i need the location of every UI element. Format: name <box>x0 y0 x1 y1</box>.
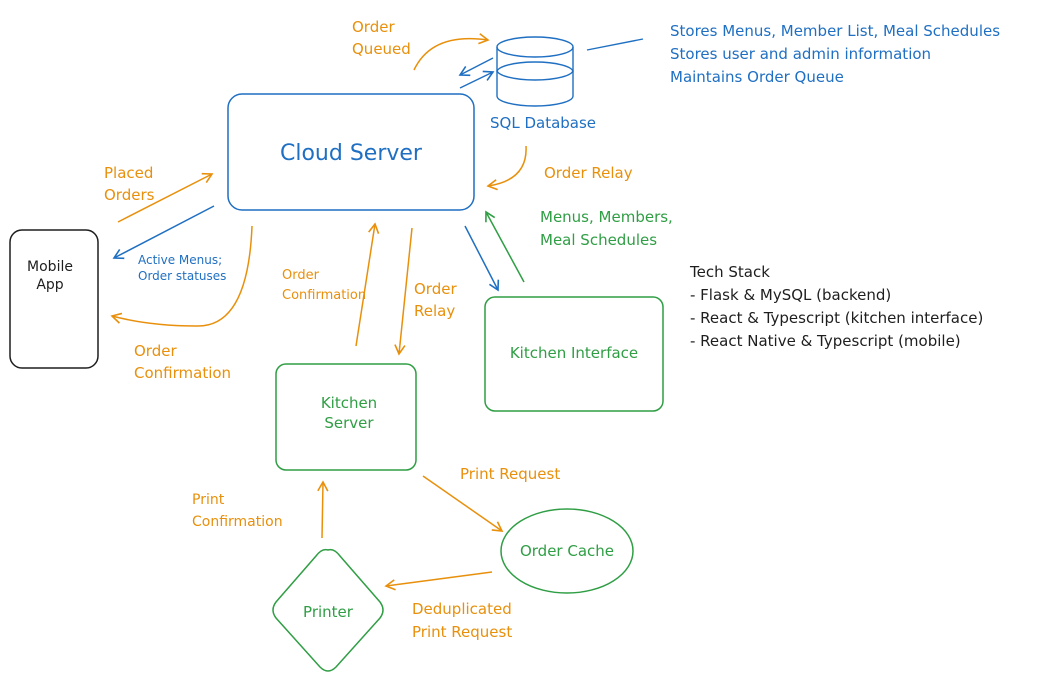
arrow-order-relay-kitchen <box>394 227 413 356</box>
dedup-print-request-label: Deduplicated Print Request <box>412 598 512 644</box>
arrow-print-confirmation <box>317 480 329 539</box>
order-confirmation-kitchen-line2: Confirmation <box>282 288 367 303</box>
tech-stack-item: - React Native & Typescript (mobile) <box>690 332 961 350</box>
cloud-server-box <box>227 93 475 211</box>
printer-node <box>272 548 384 672</box>
arrow-dedup-print-request <box>384 571 493 591</box>
arrow-order-relay-db <box>486 145 527 191</box>
kitchen-server-box <box>275 363 417 471</box>
database-notes: Stores Menus, Member List, Meal Schedule… <box>670 20 1000 89</box>
order-queued-line2: Queued <box>352 40 411 58</box>
menus-members-label: Menus, Members, Meal Schedules <box>540 206 673 252</box>
sql-database-label: SQL Database <box>490 114 597 132</box>
order-confirmation-app-line1: Order <box>134 342 177 360</box>
arrow-order-confirmation-app <box>110 225 253 327</box>
arrow-db-to-cloud <box>458 57 494 77</box>
database-note: Stores user and admin information <box>670 45 932 63</box>
active-menus-line1: Active Menus; <box>138 253 223 267</box>
active-menus-label: Active Menus; Order statuses <box>138 252 226 284</box>
order-relay-kitchen-line1: Order <box>414 280 457 298</box>
cloud-server-label: Cloud Server <box>280 141 422 166</box>
order-confirmation-app-line2: Confirmation <box>134 364 232 382</box>
order-relay-kitchen-line2: Relay <box>414 302 456 320</box>
print-confirmation-line1: Print <box>192 492 225 508</box>
tech-stack-item: - Flask & MySQL (backend) <box>690 286 892 304</box>
mobile-app-box <box>9 229 99 369</box>
arrow-active-menus <box>112 205 215 260</box>
print-confirmation-line2: Confirmation <box>192 514 283 530</box>
tech-stack-item: - React & Typescript (kitchen interface) <box>690 309 984 327</box>
kitchen-server-label: Kitchen Server <box>276 394 422 433</box>
printer-label: Printer <box>303 603 353 621</box>
tech-stack-title: Tech Stack <box>690 263 770 281</box>
order-queued-line1: Order <box>352 18 395 36</box>
order-relay-kitchen-label: Order Relay <box>414 278 457 322</box>
arrow-print-request <box>422 475 504 532</box>
order-confirmation-kitchen-line1: Order <box>282 268 319 283</box>
database-note: Stores Menus, Member List, Meal Schedule… <box>670 22 1001 40</box>
print-confirmation-label: Print Confirmation <box>192 489 283 533</box>
arrow-cloud-to-db <box>459 70 495 89</box>
arrow-order-confirmation-kitchen <box>355 222 380 347</box>
tech-stack: Tech Stack - Flask & MySQL (backend) - R… <box>690 261 983 353</box>
arrow-interface-to-cloud <box>485 210 525 283</box>
menus-members-line1: Menus, Members, <box>540 208 673 226</box>
arrow-cloud-to-interface <box>464 225 500 292</box>
placed-orders-label: Placed Orders <box>104 162 154 206</box>
mobile-app-label: Mobile App <box>10 258 90 294</box>
arrow-order-queued <box>413 33 490 71</box>
order-relay-db-label: Order Relay <box>544 164 633 182</box>
mobile-app-label-line2: App <box>36 277 64 294</box>
order-queued-label: Order Queued <box>352 16 411 60</box>
dedup-print-request-line2: Print Request <box>412 623 513 641</box>
kitchen-server-label-line2: Server <box>324 413 374 432</box>
menus-members-line2: Meal Schedules <box>540 231 658 249</box>
order-cache-node <box>500 508 634 594</box>
print-request-label: Print Request <box>460 465 561 483</box>
placed-orders-line2: Orders <box>104 186 155 204</box>
dedup-print-request-line1: Deduplicated <box>412 600 512 618</box>
order-confirmation-app-label: Order Confirmation <box>134 340 231 384</box>
database-note: Maintains Order Queue <box>670 68 844 86</box>
placed-orders-line1: Placed <box>104 164 154 182</box>
kitchen-server-label-line1: Kitchen <box>320 394 378 412</box>
database-icon <box>496 36 574 107</box>
kitchen-interface-label: Kitchen Interface <box>509 344 639 362</box>
active-menus-line2: Order statuses <box>138 269 227 283</box>
arrow-placed-orders <box>117 172 214 223</box>
order-confirmation-kitchen-label: Order Confirmation <box>282 266 366 306</box>
mobile-app-label-line1: Mobile <box>27 259 73 275</box>
kitchen-interface-box <box>484 296 664 412</box>
db-notes-connector <box>586 38 644 51</box>
order-cache-label: Order Cache <box>519 542 615 560</box>
